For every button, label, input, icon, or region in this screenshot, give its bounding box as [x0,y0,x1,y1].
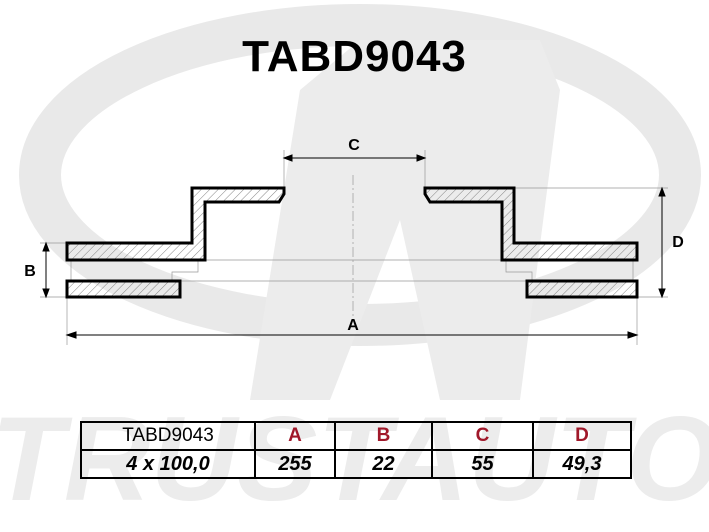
header-a: A [254,421,336,451]
value-bolt-pattern: 4 x 100,0 [80,449,256,479]
value-a: 255 [254,449,336,479]
value-c: 55 [431,449,534,479]
part-number-title: TABD9043 [242,32,467,81]
spec-table: TABD9043 A B C D 4 x 100,0 255 22 55 49,… [80,421,632,479]
dimension-label-b: B [24,263,36,280]
dimension-label-d: D [672,234,684,251]
table-header-row: TABD9043 A B C D [80,421,632,451]
value-d: 49,3 [532,449,632,479]
header-c: C [431,421,534,451]
value-b: 22 [334,449,433,479]
header-d: D [532,421,632,451]
table-value-row: 4 x 100,0 255 22 55 49,3 [80,449,632,479]
dimension-label-a: A [347,317,359,334]
dimension-label-c: C [348,137,360,154]
header-part-number: TABD9043 [80,421,256,451]
header-b: B [334,421,433,451]
